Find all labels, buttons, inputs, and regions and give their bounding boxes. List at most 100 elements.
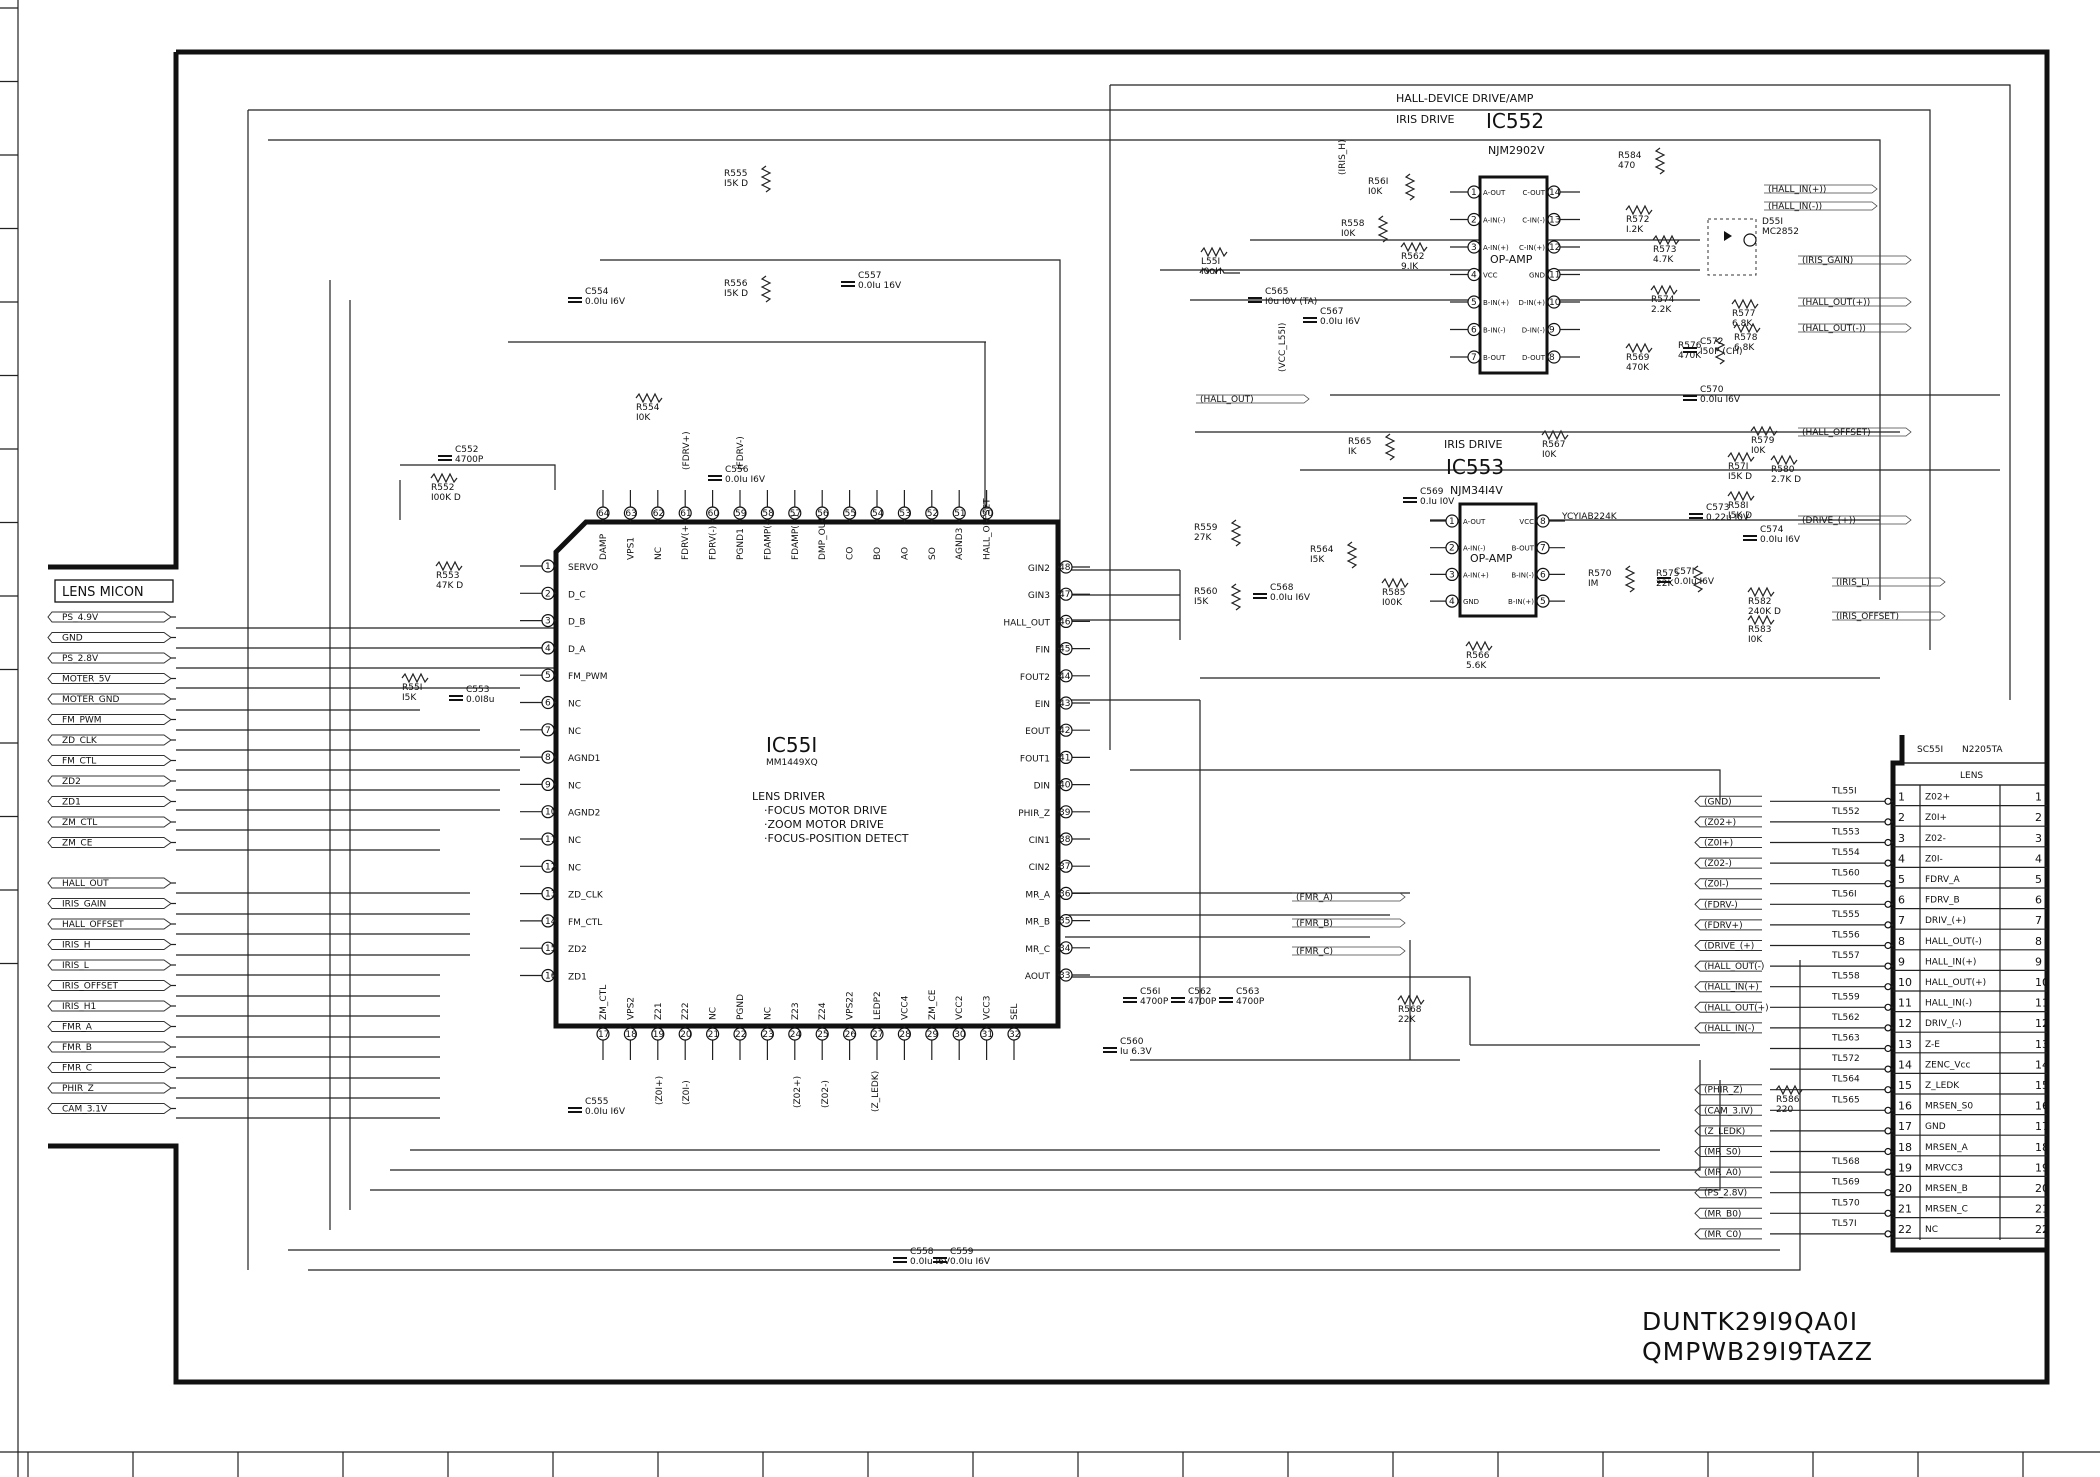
connector-pin-number-right: 14 <box>2035 1058 2049 1071</box>
test-point-label: TL56I <box>1831 889 1857 899</box>
connector-pin-number: 17 <box>1898 1120 1912 1133</box>
component-value: 4700P <box>1140 997 1169 1007</box>
connector-pin-number-right: 20 <box>2035 1182 2049 1195</box>
test-point-label: TL563 <box>1831 1034 1860 1044</box>
ic551-right-pin-label: CIN2 <box>1029 863 1050 873</box>
component-value: 0.22u I0V <box>1706 513 1750 523</box>
component-ref: C573 <box>1706 503 1729 513</box>
ic551-bottom-pin-number: 21 <box>708 1030 719 1040</box>
ic551-right-pin-label: GIN3 <box>1028 591 1050 601</box>
ic553-right-pin-label: B-OUT <box>1512 545 1535 553</box>
connector-pin-number-right: 17 <box>2035 1120 2049 1133</box>
ic-net-label: (DRIVE_(+)) <box>1802 516 1856 526</box>
ic-net-label: (HALL_OFFSET) <box>1802 428 1871 438</box>
connector-pin-label: Z02- <box>1925 834 1946 844</box>
micon-signal-label: IRIS_H1 <box>62 1002 96 1012</box>
test-point-label: TL552 <box>1831 807 1860 817</box>
connector-pin-number: 3 <box>1898 832 1905 845</box>
connector-pin-number: 4 <box>1898 852 1905 865</box>
ic551-top-pin-number: 50 <box>982 509 994 519</box>
ic551-top-pin-label: VPS1 <box>626 537 636 560</box>
component-value: 22K <box>1656 579 1674 589</box>
micon-pin-frame <box>47 714 172 725</box>
test-point-label: TL568 <box>1831 1157 1860 1167</box>
ic551-right-pin-number: 36 <box>1059 889 1071 899</box>
ic552-right-pin-label: C-IN(+) <box>1519 244 1545 252</box>
micon-pin-frame <box>47 775 172 787</box>
component-value: 5.6K <box>1466 661 1487 671</box>
ic551-right-pin-number: 42 <box>1059 726 1070 736</box>
ycy-label: YCYIAB224K <box>1561 512 1618 522</box>
connector-pin-number: 2 <box>1898 811 1905 824</box>
connector-pin-number-right: 8 <box>2035 935 2042 948</box>
ic-net-label: (HALL_OUT(+)) <box>1802 298 1870 308</box>
component-value: I0uH <box>1201 267 1222 277</box>
component-ref: R573 <box>1653 245 1676 255</box>
component-value: 4700P <box>455 455 484 465</box>
test-point-label: TL553 <box>1831 828 1860 838</box>
ic551-bottom-pin-label: SEL <box>1010 1004 1020 1020</box>
micon-pin-frame <box>47 673 172 684</box>
component-ref: R569 <box>1626 353 1650 363</box>
component-ref: R552 <box>431 483 454 493</box>
component-value: 0.0Iu I6V <box>1270 593 1311 603</box>
connector-pin-number: 10 <box>1898 976 1912 989</box>
component-ref: C57I <box>1674 567 1694 577</box>
component-value: 0.0Iu 16V <box>858 281 902 291</box>
micon-pin-frame <box>47 980 172 991</box>
ic553-left-pin-label: A-OUT <box>1463 518 1486 526</box>
connector-pin-number: 11 <box>1898 997 1912 1010</box>
ic551-right-pin-number: 34 <box>1059 944 1071 954</box>
ic551-bottom-pin-number: 19 <box>653 1030 665 1040</box>
ic551-bottom-pin-label: VPS22 <box>846 991 856 1020</box>
test-point-label: TL564 <box>1831 1075 1860 1085</box>
ic551-bottom-pin-number: 27 <box>872 1030 883 1040</box>
ic551-left-pin-number: 10 <box>545 808 557 818</box>
component-value: 0.0Iu I6V <box>1674 577 1715 587</box>
component-ref: R577 <box>1732 309 1755 319</box>
component-ref: R576 <box>1678 341 1702 351</box>
connector-net-label: (Z_LEDK) <box>1704 1127 1745 1137</box>
ic553-function: OP-AMP <box>1470 552 1513 565</box>
micon-pin-frame <box>47 734 172 746</box>
test-point-label: TL557 <box>1831 951 1860 961</box>
connector-pin-label: Z_LEDK <box>1925 1081 1960 1091</box>
micon-pin-frame <box>47 652 172 664</box>
ic-net-label: (FMR_A) <box>1296 893 1333 903</box>
ic551-left-pin-number: 11 <box>545 835 556 845</box>
ic553-left-pin-number: 1 <box>1449 517 1455 527</box>
test-point-label: TL57I <box>1831 1219 1857 1229</box>
ic551-left-pin-label: SERVO <box>568 563 598 573</box>
connector-net-label: (FDRV-) <box>1704 900 1738 910</box>
ic553-ref: IC553 <box>1446 455 1504 479</box>
connector-pin-number: 21 <box>1898 1203 1912 1216</box>
board-title-2: QMPWB29I9TAZZ <box>1642 1337 1873 1366</box>
z01m-label: (Z0I-) <box>682 1080 692 1105</box>
connector-pin-number-right: 5 <box>2035 873 2042 886</box>
ic552-right-pin-label: D-IN(-) <box>1522 327 1545 335</box>
ic552-right-pin-number: 8 <box>1549 353 1555 363</box>
connector-pin-number-right: 13 <box>2035 1038 2049 1051</box>
ic551-desc-2: ·ZOOM MOTOR DRIVE <box>764 818 884 831</box>
ic552-right-pin-label: D-OUT <box>1522 354 1546 362</box>
component-value: IM <box>1588 579 1598 589</box>
ic553-left-pin-number: 3 <box>1449 570 1455 580</box>
component-ref: R580 <box>1771 465 1795 475</box>
component-ref: R584 <box>1618 151 1642 161</box>
ic551-right-pin-number: 44 <box>1059 672 1071 682</box>
ic551-right-pin-label: FIN <box>1035 646 1050 656</box>
component-value: 6.8K <box>1734 343 1755 353</box>
micon-pin-frame <box>47 755 172 766</box>
connector-pin-label: HALL_IN(+) <box>1925 957 1976 967</box>
